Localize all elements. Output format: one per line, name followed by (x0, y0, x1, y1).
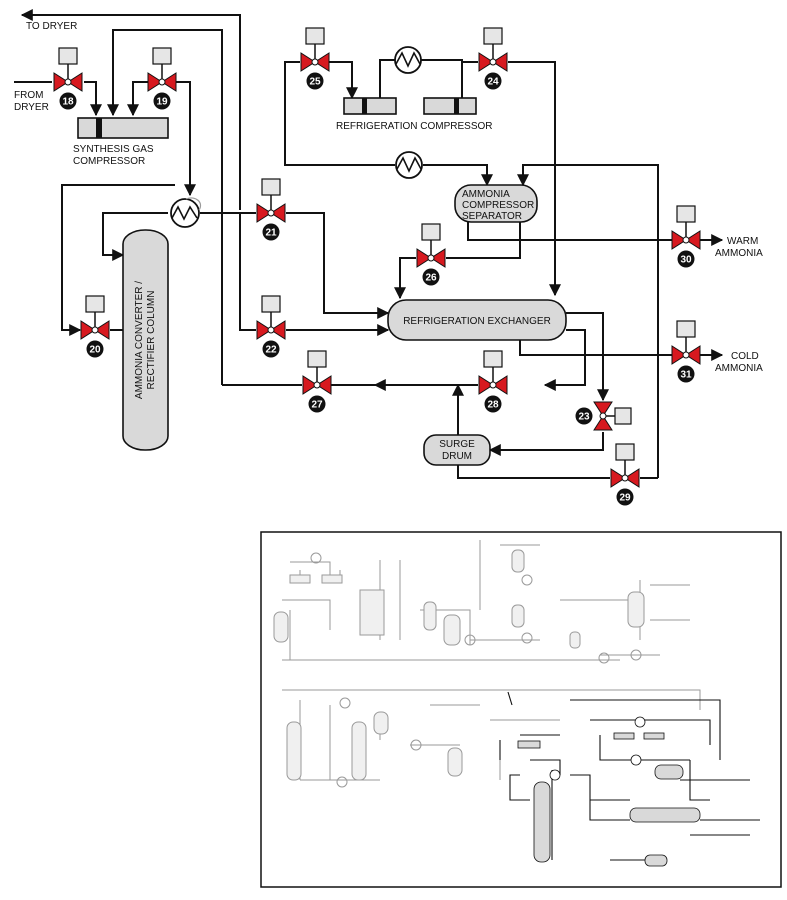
surge-drum: SURGE DRUM (423, 434, 491, 466)
valve-19[interactable]: 19 (147, 47, 177, 110)
valve-number-badge (59, 92, 77, 110)
control-valves: 18 19 20 21 22 23 24 25 26 27 28 29 30 31 (53, 27, 701, 506)
valve-number: 31 (680, 370, 692, 381)
valve-26[interactable]: 26 (416, 223, 446, 286)
to-dryer-line (20, 9, 241, 210)
control-valve-icon (478, 27, 508, 72)
control-valve-icon (147, 47, 177, 92)
control-valve-icon (256, 178, 286, 223)
refrigeration-compressor: REFRIGERATION COMPRESSOR (336, 97, 493, 132)
valve-number-badge (262, 223, 280, 241)
valve-number: 23 (578, 412, 590, 423)
heat-exchanger-icon (170, 197, 202, 228)
valve-number: 26 (425, 273, 437, 284)
control-valve-icon (416, 223, 446, 268)
valve-23[interactable]: 23 (575, 401, 632, 431)
valve-number-badge (677, 365, 695, 383)
control-valve-icon (593, 401, 632, 431)
refrigeration-compressor-label: REFRIGERATION COMPRESSOR (336, 121, 493, 132)
refrigeration-exchanger: REFRIGERATION EXCHANGER (387, 299, 567, 341)
valve-21[interactable]: 21 (256, 178, 286, 241)
control-valve-icon (610, 443, 640, 488)
valve-22[interactable]: 22 (256, 295, 286, 358)
control-valve-icon (256, 295, 286, 340)
valve-18[interactable]: 18 (53, 47, 83, 110)
valve-number: 18 (62, 97, 74, 108)
control-valve-icon (478, 350, 508, 395)
valve-number-badge (308, 395, 326, 413)
valve-number: 22 (265, 345, 277, 356)
valve-number: 30 (680, 255, 692, 266)
control-valve-icon (80, 295, 110, 340)
overview-piping (273, 540, 690, 664)
synthesis-gas-compressor: SYNTHESIS GAS COMPRESSOR (73, 117, 169, 167)
overview-highlight (499, 691, 760, 867)
valve-number-badge (86, 340, 104, 358)
cold-ammonia-label-2: AMMONIA (715, 363, 763, 374)
ammonia-compressor-separator: AMMONIA COMPRESSOR SEPARATOR (454, 184, 538, 223)
control-valve-icon (671, 205, 701, 250)
overview-lower (282, 689, 701, 788)
valve-number: 27 (311, 400, 323, 411)
control-valve-icon (53, 47, 83, 92)
valve-20[interactable]: 20 (80, 295, 110, 358)
synthesis-gas-label-2: COMPRESSOR (73, 156, 145, 167)
converter-label-1: AMMONIA CONVERTER / (134, 281, 145, 399)
valve-number: 28 (487, 400, 499, 411)
to-dryer-label: TO DRYER (26, 21, 77, 32)
separator-label-2: COMPRESSOR (462, 200, 534, 211)
cold-ammonia-label-1: COLD (731, 351, 759, 362)
valve-number: 24 (487, 77, 499, 88)
valve-number-badge (262, 340, 280, 358)
from-dryer-label-1: FROM (14, 90, 43, 101)
converter-label-2: RECTIFIER COLUMN (146, 291, 157, 390)
valve-number-badge (575, 407, 593, 425)
valve-number-badge (422, 268, 440, 286)
separator-label-3: SEPARATOR (462, 211, 522, 222)
valve-30[interactable]: 30 (671, 205, 701, 268)
control-valve-icon (302, 350, 332, 395)
valve-27[interactable]: 27 (302, 350, 332, 413)
control-valve-icon (671, 320, 701, 365)
valve-28[interactable]: 28 (478, 350, 508, 413)
warm-ammonia-label-1: WARM (727, 236, 758, 247)
heat-exchanger-icon (394, 46, 422, 74)
valve-24[interactable]: 24 (478, 27, 508, 90)
overview-inset (260, 531, 782, 888)
valve-number-badge (616, 488, 634, 506)
exchanger-label: REFRIGERATION EXCHANGER (403, 316, 551, 327)
valve-29[interactable]: 29 (610, 443, 640, 506)
valve-number-badge (484, 72, 502, 90)
valve-number: 21 (265, 228, 277, 239)
surge-label-2: DRUM (442, 451, 472, 462)
valve-number-badge (677, 250, 695, 268)
surge-label-1: SURGE (439, 439, 475, 450)
valve-number: 19 (156, 97, 168, 108)
synthesis-gas-label-1: SYNTHESIS GAS (73, 144, 154, 155)
ammonia-converter-column: AMMONIA CONVERTER / RECTIFIER COLUMN (122, 229, 169, 451)
separator-label-1: AMMONIA (462, 189, 510, 200)
heat-exchanger-icon (395, 151, 423, 179)
warm-ammonia-label-2: AMMONIA (715, 248, 763, 259)
valve-number-badge (306, 72, 324, 90)
process-piping (14, 9, 724, 479)
recycle-line-top (107, 29, 223, 385)
valve-number: 25 (309, 77, 321, 88)
valve-number-badge (484, 395, 502, 413)
valve-number: 20 (89, 345, 101, 356)
valve-31[interactable]: 31 (671, 320, 701, 383)
from-dryer-label-2: DRYER (14, 102, 49, 113)
valve-number: 29 (619, 493, 631, 504)
valve-number-badge (153, 92, 171, 110)
control-valve-icon (300, 27, 330, 72)
converter-loop (61, 184, 175, 336)
valve-25[interactable]: 25 (300, 27, 330, 90)
